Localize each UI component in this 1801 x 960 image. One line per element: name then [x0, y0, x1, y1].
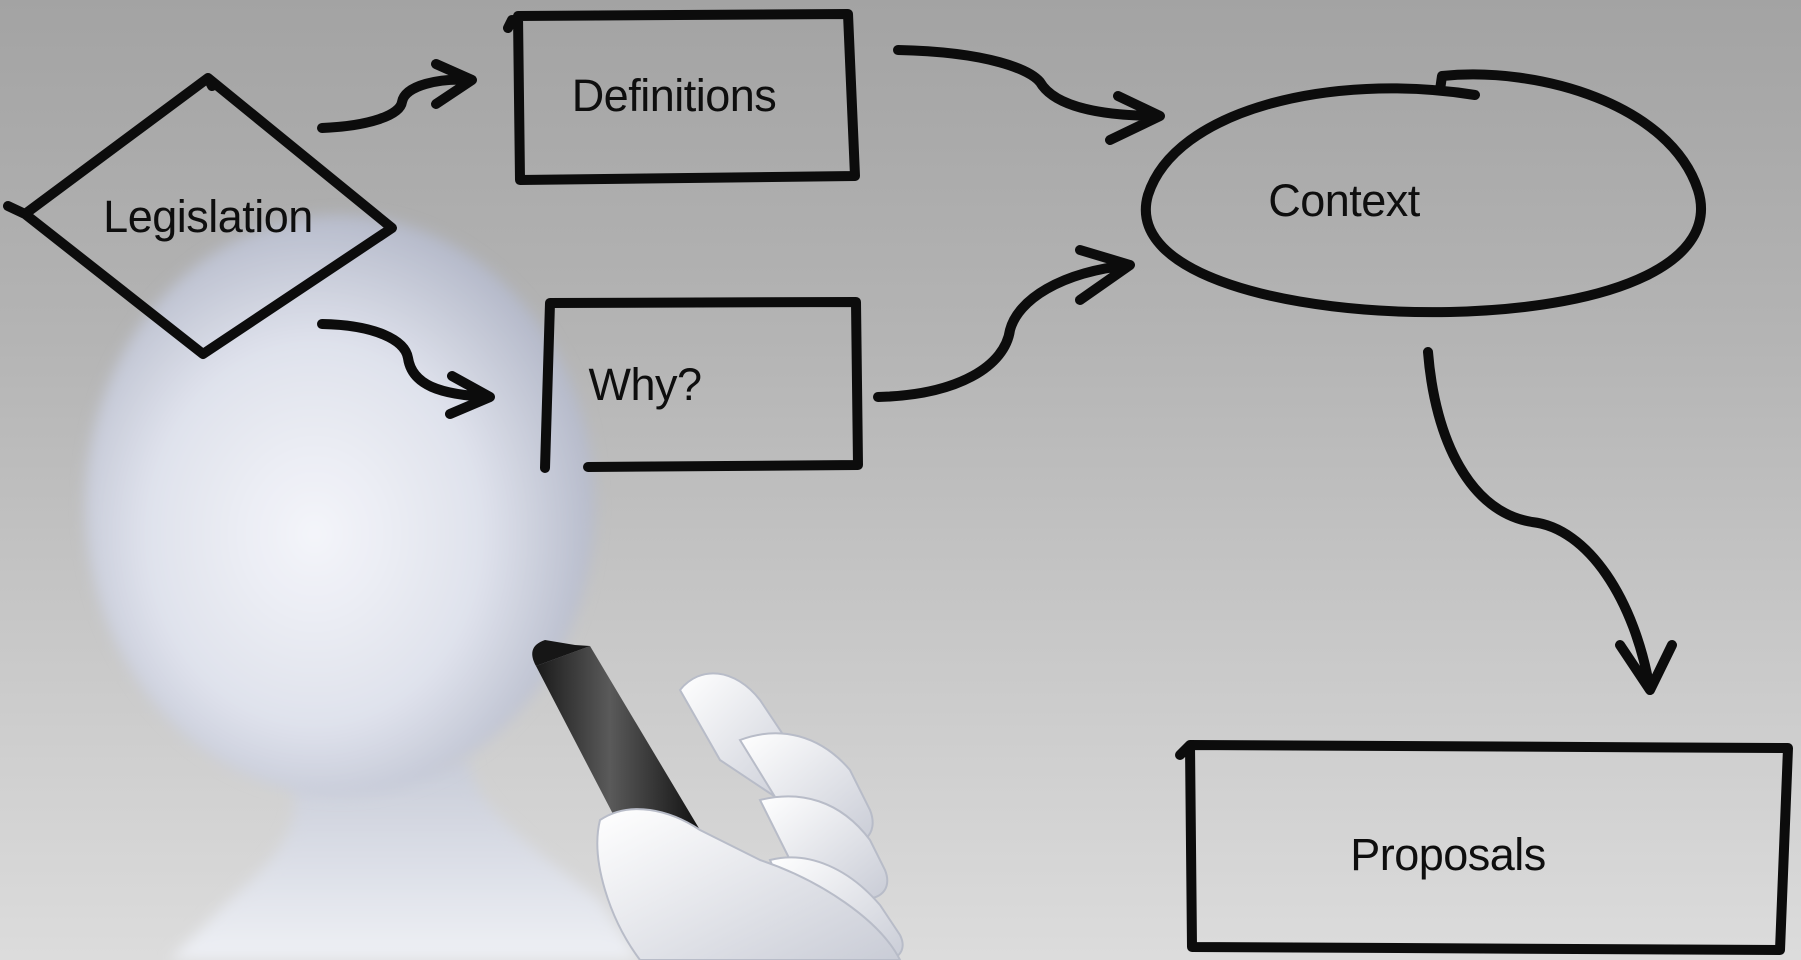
- why-box: [540, 297, 863, 473]
- arrow-definitions-to-context: [893, 45, 1165, 145]
- arrow-context-to-proposals: [1423, 347, 1677, 695]
- arrow-why-to-context: [873, 245, 1135, 402]
- legislation-label: Legislation: [103, 191, 313, 242]
- proposals-label: Proposals: [1350, 829, 1546, 880]
- gloved-hand-icon: [596, 672, 904, 960]
- definitions-box: [503, 9, 860, 185]
- diagram-labels: Legislation Definitions Why? Context Pro…: [103, 70, 1546, 880]
- diagram-connectors: [317, 45, 1677, 695]
- hand-with-marker: [532, 640, 904, 960]
- why-label: Why?: [588, 359, 701, 410]
- legislation-diamond: [3, 73, 397, 359]
- context-ellipse: [1140, 69, 1706, 318]
- diagram-shapes: [3, 9, 1793, 955]
- figure-head: [85, 215, 595, 795]
- context-label: Context: [1268, 175, 1421, 226]
- definitions-label: Definitions: [572, 70, 777, 121]
- figure-body: [170, 760, 640, 960]
- arrow-legislation-to-why: [317, 319, 495, 419]
- proposals-box: [1175, 740, 1793, 955]
- figure-illustration: [85, 215, 640, 960]
- arrow-legislation-to-definitions: [317, 59, 477, 133]
